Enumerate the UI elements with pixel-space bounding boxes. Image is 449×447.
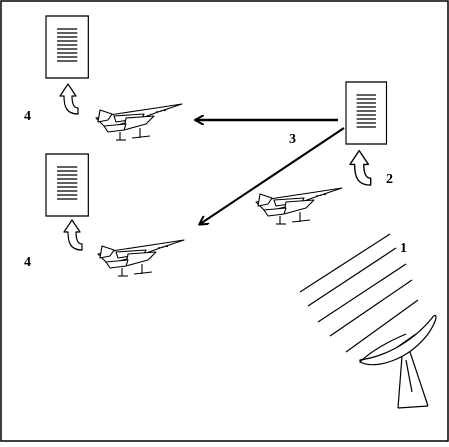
document-icon: [345, 81, 388, 145]
label-step-4-bottom: 4: [24, 255, 31, 270]
document-icon: [45, 15, 89, 79]
document-icon: [45, 153, 89, 217]
radar-dish-icon: [359, 314, 437, 409]
transmit-arrow-lower: [200, 127, 345, 224]
label-step-4-top: 4: [24, 109, 31, 124]
label-step-1: 1: [400, 241, 407, 256]
label-step-3: 3: [289, 132, 296, 147]
broadcast-arrow: [299, 233, 419, 353]
label-step-2: 2: [386, 172, 393, 187]
